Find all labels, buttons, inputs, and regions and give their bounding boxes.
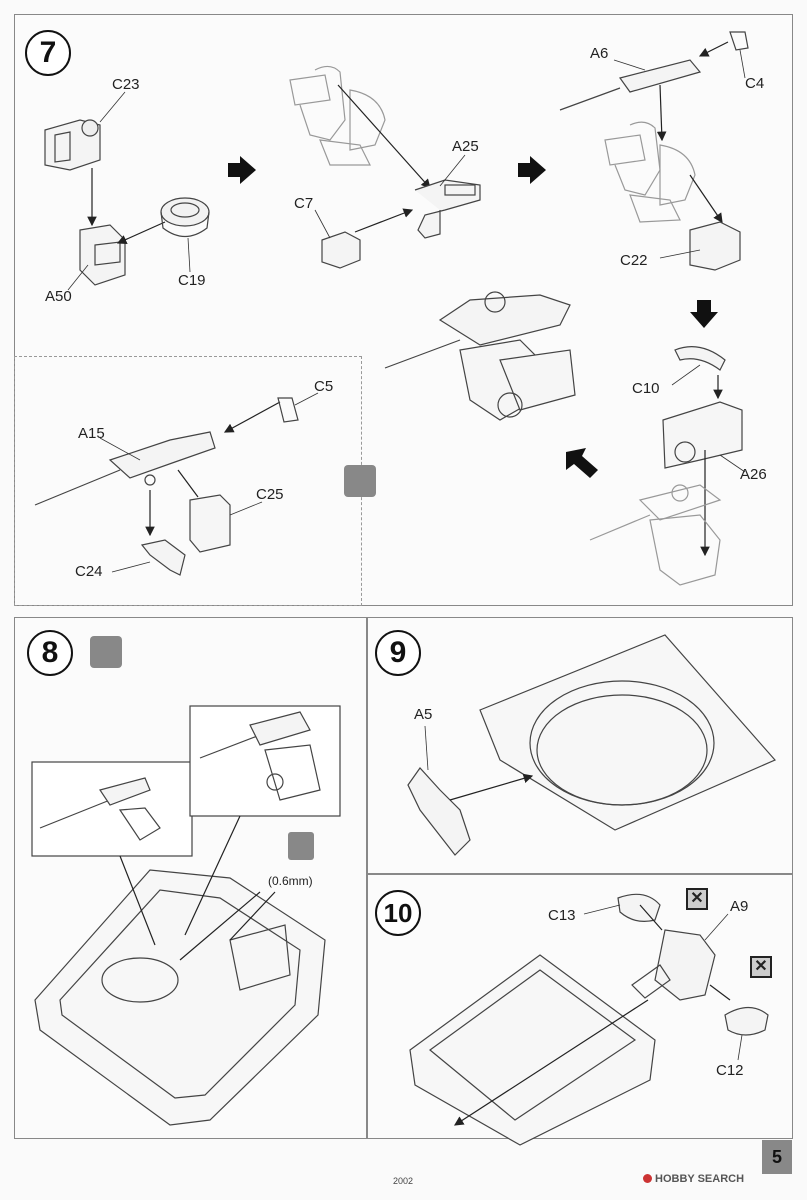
footer-code: 2002 — [393, 1176, 414, 1186]
label-a6: A6 — [590, 45, 609, 62]
label-c25: C25 — [256, 486, 284, 503]
mount-assembly-lower — [589, 484, 722, 586]
part-a9 — [631, 929, 716, 1001]
step-number-9: 9 — [375, 630, 421, 676]
part-c25 — [189, 494, 231, 553]
cross-box-icon: ✕ — [686, 888, 708, 910]
label-a15: A15 — [78, 425, 105, 442]
label-c12: C12 — [716, 1062, 744, 1079]
label-a50: A50 — [45, 288, 72, 305]
callout-mount-art — [199, 711, 321, 801]
part-a5 — [407, 767, 471, 856]
label-c23: C23 — [112, 76, 140, 93]
mount-assembly-mid — [289, 65, 386, 166]
part-c7 — [321, 231, 361, 269]
part-a25 — [414, 179, 481, 239]
label-a26: A26 — [740, 466, 767, 483]
flip-side-icon — [90, 636, 122, 668]
watermark: HOBBY SEARCH — [643, 1173, 744, 1185]
label-c7: C7 — [294, 195, 314, 212]
mount-assembly-right — [604, 121, 696, 223]
part-c24 — [140, 539, 186, 576]
part-a15 — [34, 431, 216, 506]
part-c10 — [674, 346, 726, 371]
part-c13 — [617, 893, 661, 922]
step-number-10: 10 — [375, 890, 421, 936]
label-drill-size: (0.6mm) — [268, 874, 313, 888]
part-c5 — [277, 397, 299, 423]
part-a50 — [79, 224, 126, 286]
label-a25: A25 — [452, 138, 479, 155]
watermark-logo-icon — [643, 1174, 652, 1183]
step-number-7: 7 — [25, 30, 71, 76]
hull-step-10 — [409, 954, 656, 1146]
assembled-mount-center — [384, 291, 576, 421]
part-a6 — [559, 59, 702, 111]
label-a9: A9 — [730, 898, 749, 915]
step-number-8: 8 — [27, 630, 73, 676]
part-c4 — [729, 31, 749, 51]
callout-gun-art — [39, 777, 161, 841]
drill-icon — [288, 832, 314, 860]
label-c22: C22 — [620, 252, 648, 269]
part-c12 — [724, 1006, 769, 1036]
label-c13: C13 — [548, 907, 576, 924]
label-c5: C5 — [314, 378, 334, 395]
page-number: 5 — [762, 1140, 792, 1174]
callout-gun — [31, 761, 193, 857]
turret-floor — [479, 634, 776, 831]
label-c4: C4 — [745, 75, 765, 92]
step-7-panel — [14, 14, 793, 606]
label-c10: C10 — [632, 380, 660, 397]
part-c22 — [689, 221, 741, 271]
cross-box-icon: ✕ — [750, 956, 772, 978]
label-a5: A5 — [414, 706, 433, 723]
part-c23 — [44, 119, 101, 171]
watermark-text: HOBBY SEARCH — [655, 1173, 745, 1185]
hull-step-8 — [34, 869, 326, 1126]
flip-side-icon — [344, 465, 376, 497]
part-a26 — [662, 401, 743, 469]
label-c19: C19 — [178, 272, 206, 289]
label-c24: C24 — [75, 563, 103, 580]
part-c19 — [160, 197, 210, 238]
